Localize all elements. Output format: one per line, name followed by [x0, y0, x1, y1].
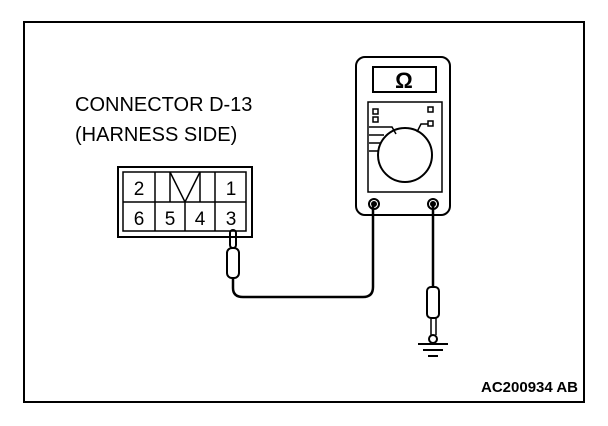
pin-6: 6 [134, 209, 145, 230]
pin-3: 3 [226, 209, 237, 230]
pin-5: 5 [165, 209, 176, 230]
pin-1: 1 [226, 179, 237, 200]
ohm-symbol: Ω [395, 68, 413, 93]
pin-2: 2 [134, 179, 145, 200]
connector-subtitle: (HARNESS SIDE) [75, 124, 237, 146]
ground-icon [418, 206, 448, 357]
frame [23, 21, 585, 403]
connector-d13: 2 1 6 5 4 3 [117, 166, 253, 238]
figure-id: AC200934 AB [481, 379, 578, 396]
pin-4: 4 [195, 209, 206, 230]
multimeter-icon: Ω [355, 56, 451, 216]
connector-title: CONNECTOR D-13 [75, 94, 252, 116]
probe-icon [226, 206, 375, 299]
